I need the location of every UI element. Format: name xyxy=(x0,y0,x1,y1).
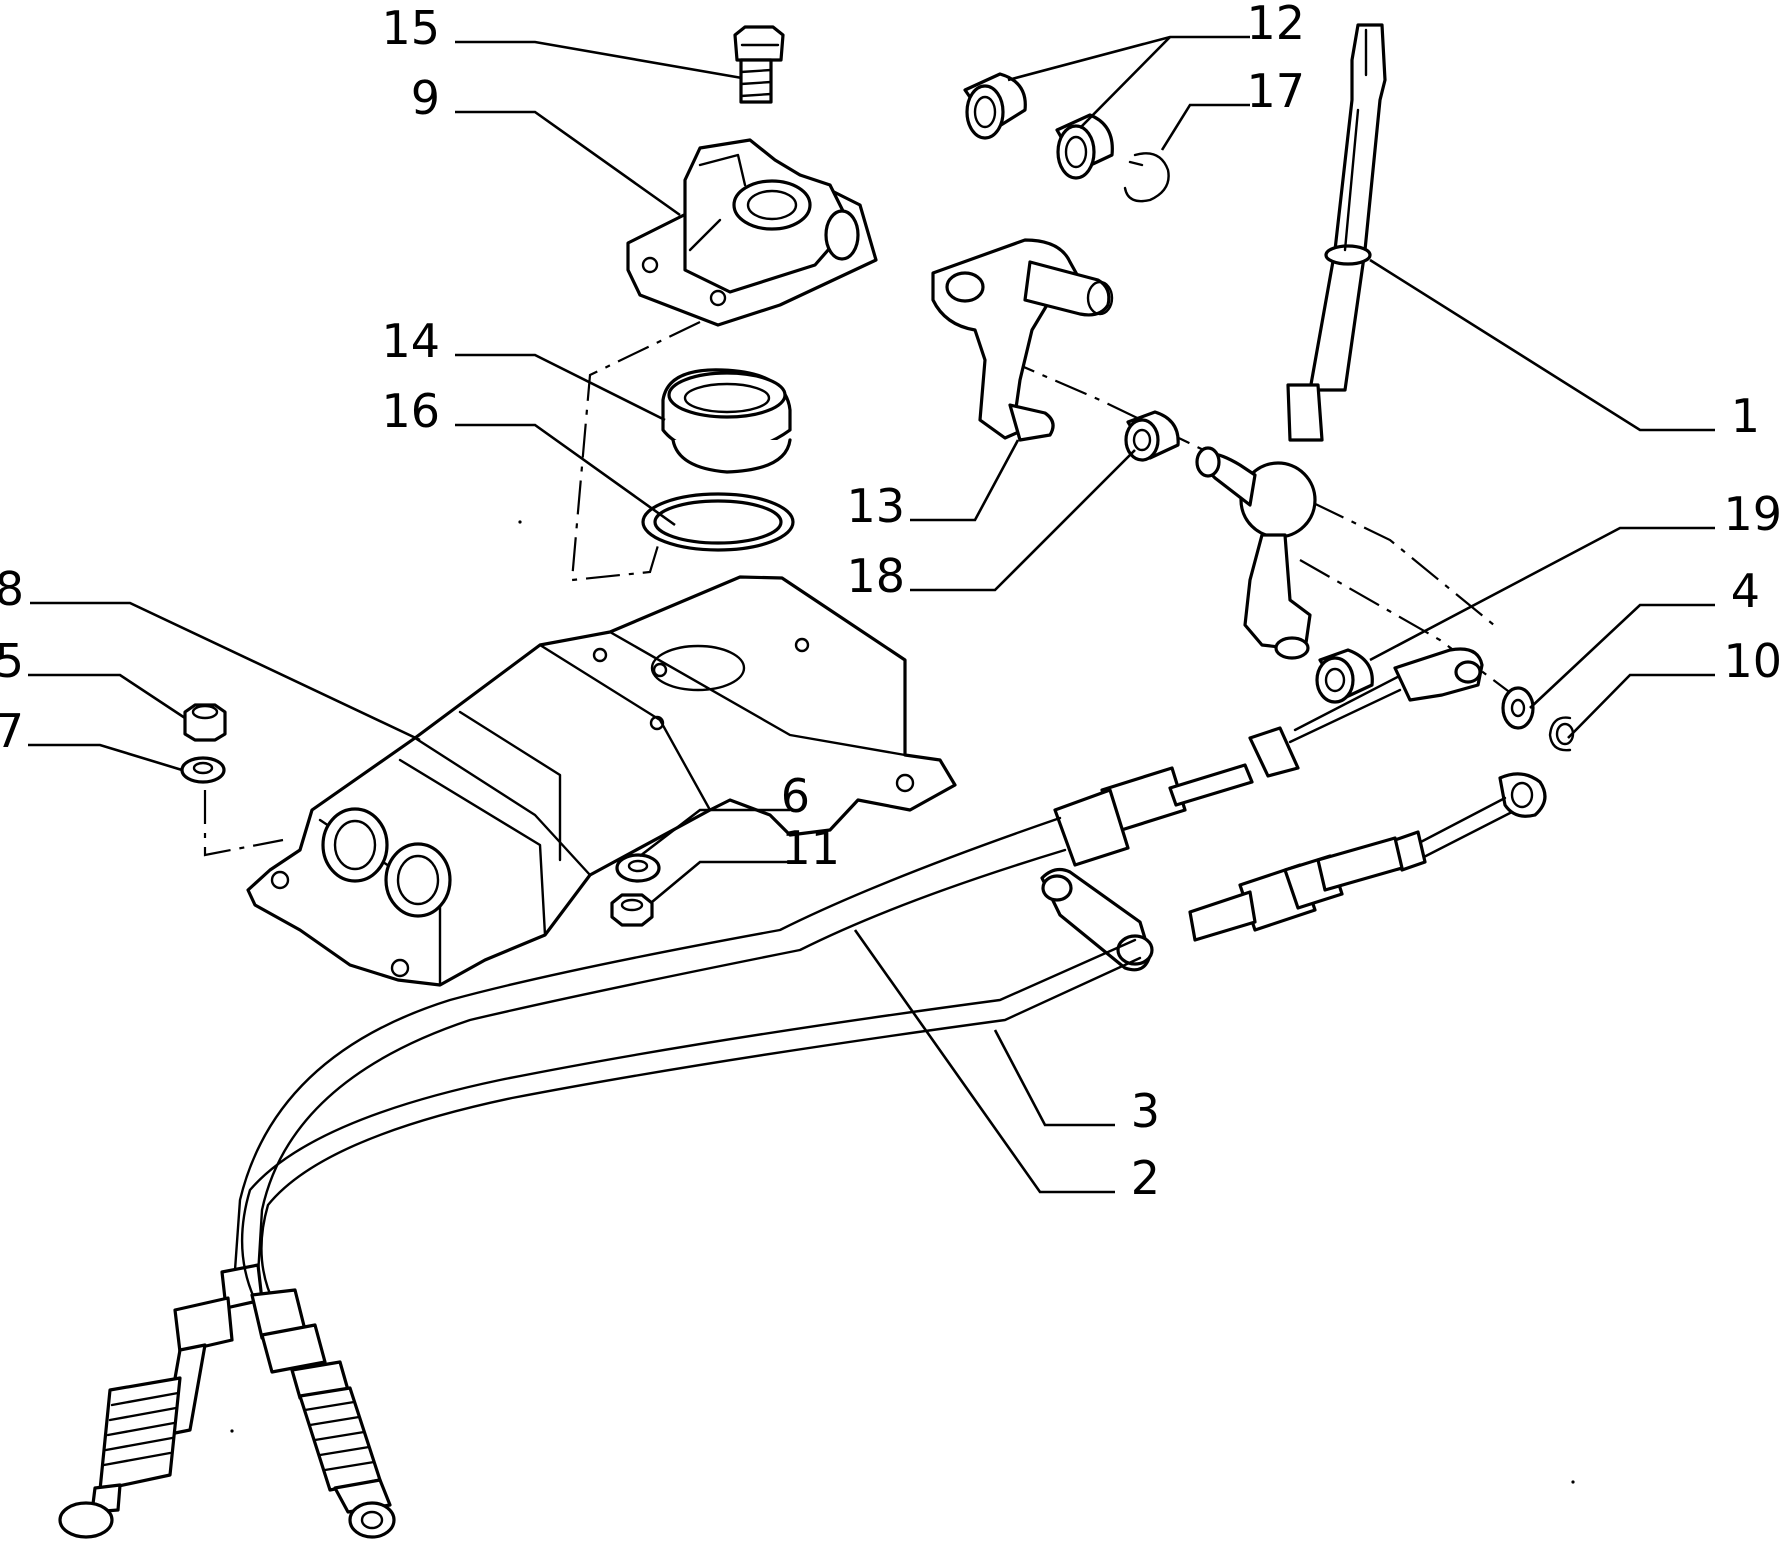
callout-14: 14 xyxy=(381,314,440,368)
callout-12: 12 xyxy=(1246,0,1305,50)
part-4-washer xyxy=(1501,686,1535,730)
callout-10: 10 xyxy=(1723,634,1782,688)
callout-labels: 15 9 14 16 8 5 7 6 11 12 17 1 13 18 19 4… xyxy=(0,0,1782,1205)
part-2-selector-cable xyxy=(58,647,1484,1539)
callout-18: 18 xyxy=(846,549,905,603)
part-7-washer xyxy=(180,756,226,784)
callout-6: 6 xyxy=(781,769,810,823)
part-13-lever xyxy=(931,238,1114,442)
callout-3: 3 xyxy=(1131,1084,1160,1138)
part-17-circlip xyxy=(1123,152,1170,203)
part-3-engagement-cable xyxy=(240,772,1547,1539)
callout-8: 8 xyxy=(0,562,24,616)
callout-9: 9 xyxy=(411,71,440,125)
callout-4: 4 xyxy=(1731,564,1760,618)
part-1-gear-lever xyxy=(1195,23,1387,660)
callout-13: 13 xyxy=(846,479,905,533)
callout-17: 17 xyxy=(1246,64,1305,118)
part-6-washer xyxy=(615,853,661,883)
part-10-clip xyxy=(1548,716,1575,752)
part-14-boot xyxy=(661,368,792,474)
part-8-support-housing xyxy=(246,575,957,987)
part-12-bushing-b xyxy=(1055,113,1114,180)
part-9-cover-housing xyxy=(626,138,878,327)
callout-19: 19 xyxy=(1723,487,1782,541)
callout-11: 11 xyxy=(781,821,840,875)
callout-16: 16 xyxy=(381,384,440,438)
part-12-bushing-a xyxy=(963,72,1027,140)
part-16-o-ring xyxy=(641,492,795,552)
scan-specks xyxy=(230,520,1575,1484)
callout-15: 15 xyxy=(381,1,440,55)
part-5-nut xyxy=(183,703,227,742)
callout-1: 1 xyxy=(1731,389,1760,443)
part-15-bolt xyxy=(733,25,785,104)
part-11-nut xyxy=(610,893,654,927)
callout-7: 7 xyxy=(0,704,24,758)
leader-lines xyxy=(28,35,1715,1194)
callout-5: 5 xyxy=(0,634,24,688)
callout-2: 2 xyxy=(1131,1151,1160,1205)
assembly-axis-lines xyxy=(203,321,1521,857)
part-19-bush xyxy=(1315,648,1374,704)
